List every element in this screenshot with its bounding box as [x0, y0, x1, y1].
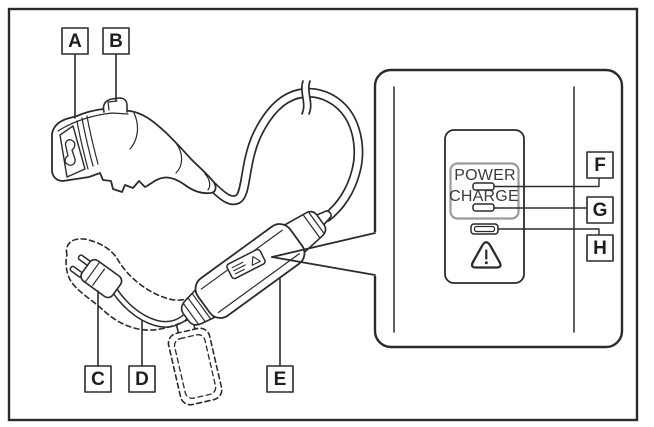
caution-tag	[167, 327, 223, 406]
callout-wedge-upper	[271, 232, 376, 258]
plug-cable-core	[109, 283, 192, 327]
panel-outline	[226, 248, 266, 280]
plug-cable	[107, 281, 194, 328]
left-boot-rib-3	[191, 292, 212, 320]
right-boot-rib-2	[308, 212, 324, 234]
connector-body	[51, 108, 217, 195]
warning-triangle-icon	[470, 241, 502, 269]
inset-panel-label-frame	[449, 162, 520, 220]
plug-detail-line	[92, 268, 106, 286]
plug-face-line	[85, 262, 100, 283]
inset-frame-gap	[372, 232, 378, 276]
label-boxes: A B C D E F G H	[61, 27, 614, 393]
label-box-b	[102, 27, 130, 55]
label-a: A	[68, 31, 82, 52]
panel-glyph-triangle-icon	[251, 256, 261, 266]
label-d: D	[135, 369, 149, 390]
cable-break-gap	[302, 81, 310, 115]
leader-f	[493, 177, 600, 188]
inset-panel-outline	[444, 129, 525, 284]
connector-collar-rib-3	[86, 115, 99, 165]
connector-collar-rib-2	[81, 117, 94, 167]
connector-collar-rib-1	[76, 120, 89, 170]
label-b: B	[109, 31, 123, 52]
panel-glyph-line-3	[234, 268, 245, 275]
main-cable	[207, 80, 364, 222]
connector-latch-notch	[107, 100, 118, 111]
connector-face-slot	[64, 139, 76, 166]
tag-inner	[173, 334, 217, 399]
label-box-e	[266, 365, 294, 393]
charging-connector	[51, 97, 217, 195]
warning-exclamation-dot	[484, 261, 488, 265]
label-e: E	[274, 369, 287, 390]
charge-label: CHARGE	[449, 188, 519, 205]
cable-break-tick-right	[308, 80, 312, 115]
panel-glyph-line-2	[233, 264, 246, 272]
plug-body	[80, 258, 123, 299]
label-box-h	[586, 234, 614, 262]
connector-seam-2	[175, 142, 183, 174]
label-box-a	[61, 27, 89, 55]
label-box-g	[586, 196, 614, 224]
cable-break-tick-left	[301, 80, 305, 115]
inset-callout: POWER CHARGE	[271, 68, 624, 349]
household-plug	[69, 254, 123, 299]
connector-face-plate	[59, 125, 86, 178]
connector-top-seam	[57, 112, 129, 132]
right-boot-rib-1	[302, 214, 321, 239]
cable-break-mark	[301, 80, 312, 115]
left-boot-rib-2	[187, 297, 207, 323]
left-boot-rib-1	[182, 302, 200, 326]
connector-handle-cap-seam	[204, 173, 211, 191]
callout-wedge-lower	[271, 256, 376, 276]
label-h: H	[593, 238, 607, 259]
label-box-f	[586, 151, 614, 179]
label-c: C	[91, 369, 105, 390]
panel-glyph-line-1	[231, 261, 244, 269]
connector-seam-1	[129, 112, 139, 150]
label-box-d	[128, 365, 156, 393]
power-label: POWER	[454, 167, 515, 184]
control-box-left-boot	[180, 288, 218, 326]
tag-outer	[167, 327, 223, 406]
label-f: F	[594, 155, 606, 176]
fault-indicator-inner	[473, 225, 496, 233]
label-box-c	[84, 365, 112, 393]
label-g: G	[593, 200, 608, 221]
warning-triangle-outline	[470, 241, 502, 269]
control-box-bottom-bevel	[217, 253, 300, 314]
control-box-neck	[316, 210, 332, 226]
leader-h	[497, 228, 600, 236]
control-box-panel	[226, 248, 266, 280]
